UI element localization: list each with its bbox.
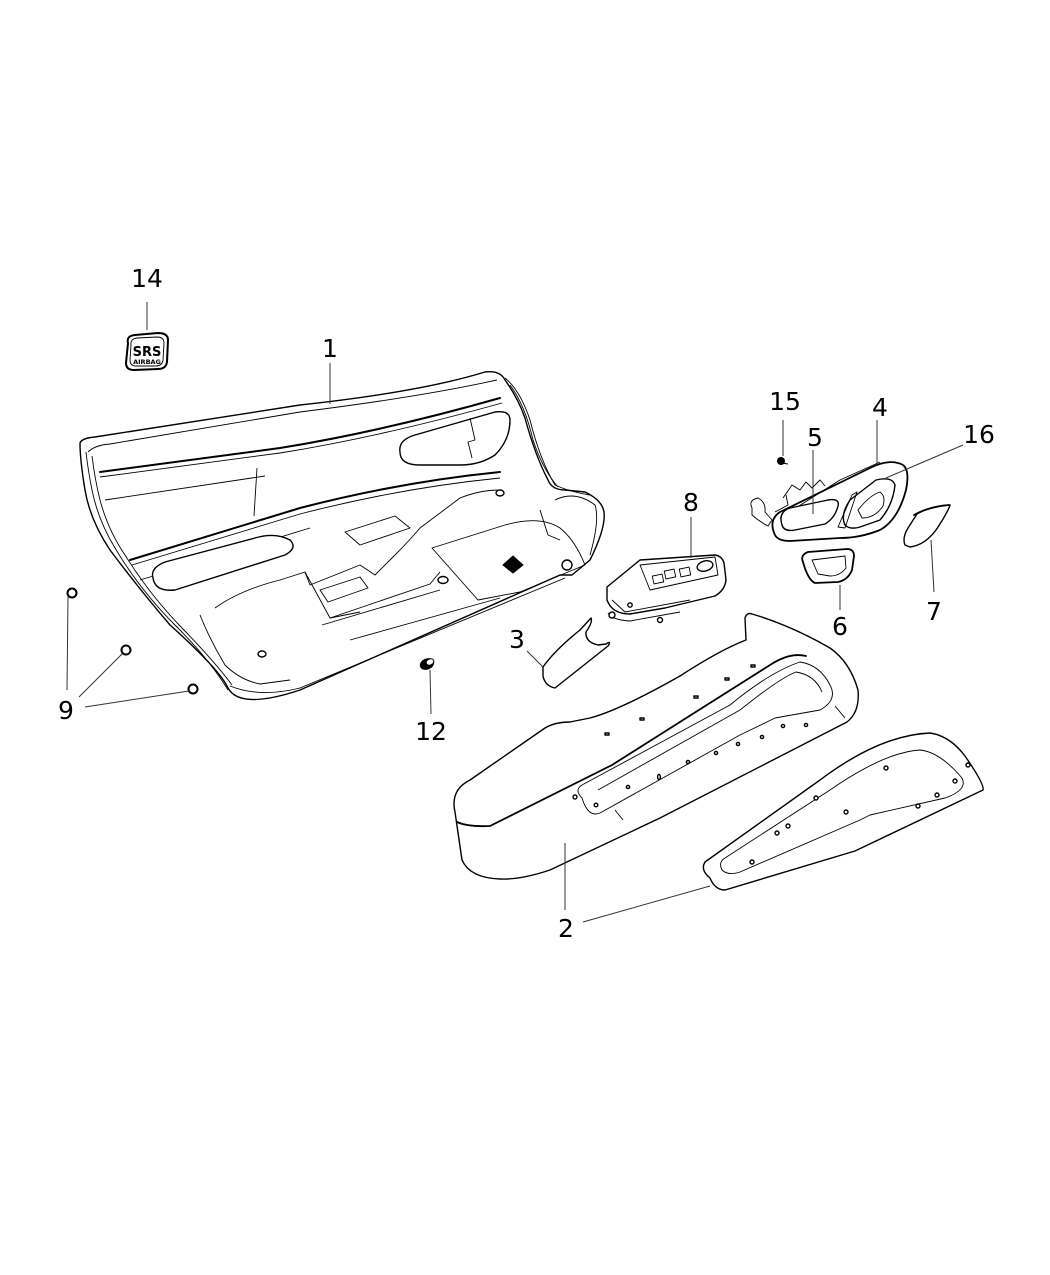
door-trim-panel[interactable] <box>79 370 605 701</box>
inside-door-handle[interactable] <box>780 498 839 532</box>
armrest-bezel[interactable] <box>453 612 859 880</box>
retainer-pin-1 <box>66 587 78 599</box>
callout-2: 2 <box>558 914 574 943</box>
retainer-pin-2 <box>120 644 132 656</box>
callout-15: 16 <box>963 420 995 449</box>
srs-airbag-badge[interactable]: SRS AIRBAG <box>125 332 169 371</box>
callout-5: 5 <box>807 423 823 452</box>
badge-text-srs: SRS <box>133 345 162 360</box>
callout-14: 15 <box>769 387 801 416</box>
callout-9: 9 <box>58 696 74 725</box>
insert-clip-tabs <box>749 762 971 865</box>
callout-8: 8 <box>683 488 699 517</box>
armrest-pad[interactable] <box>542 617 611 689</box>
callout-7: 7 <box>926 597 942 626</box>
badge-text-airbag: AIRBAG <box>133 358 161 366</box>
callout-16: 14 <box>131 264 163 293</box>
mirror-switch-cover[interactable] <box>903 504 951 548</box>
armrest-insert[interactable] <box>702 732 984 891</box>
power-window-switch[interactable] <box>606 554 727 624</box>
pull-cup[interactable] <box>801 548 855 584</box>
screw[interactable] <box>777 457 789 465</box>
callout-1: 1 <box>322 334 338 363</box>
armrest-clip-holes <box>572 664 809 808</box>
push-pin-retainers[interactable] <box>66 587 199 695</box>
callout-4: 4 <box>872 393 888 422</box>
speaker-grille-mark <box>502 555 524 574</box>
callout-3: 3 <box>509 625 525 654</box>
callout-6: 6 <box>832 612 848 641</box>
callout-12: 12 <box>415 717 447 746</box>
retainer-pin-3 <box>187 683 199 695</box>
memory-seat-switch[interactable] <box>837 478 896 529</box>
retainer-clip[interactable] <box>419 657 436 672</box>
